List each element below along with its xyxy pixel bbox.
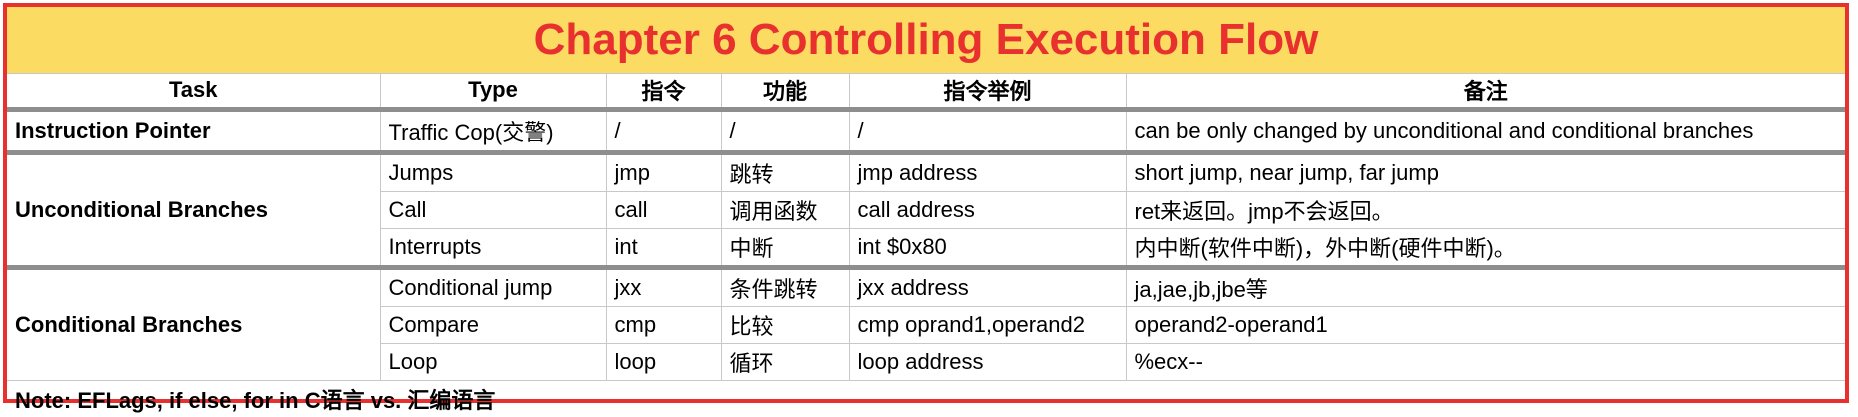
instruction-cell: jxx <box>606 268 721 307</box>
table-row: Unconditional Branches Jumps jmp 跳转 jmp … <box>7 153 1845 192</box>
remark-cell: operand2-operand1 <box>1126 307 1845 344</box>
remark-cell: short jump, near jump, far jump <box>1126 153 1845 192</box>
header-example: 指令举例 <box>849 73 1126 110</box>
table-row: Instruction Pointer Traffic Cop(交警) / / … <box>7 110 1845 153</box>
type-cell: Call <box>380 192 606 229</box>
remark-cell: ja,jae,jb,jbe等 <box>1126 268 1845 307</box>
function-cell: 循环 <box>721 344 849 381</box>
remark-cell: can be only changed by unconditional and… <box>1126 110 1845 153</box>
footer-note: Note: EFLags, if else, for in C语言 vs. 汇编… <box>7 381 1845 417</box>
execution-flow-table: Task Type 指令 功能 指令举例 备注 Instruction Poin… <box>7 73 1845 417</box>
task-cell: Instruction Pointer <box>7 110 380 153</box>
title-bar: Chapter 6 Controlling Execution Flow <box>7 7 1845 74</box>
example-cell: cmp oprand1,operand2 <box>849 307 1126 344</box>
table-row: Conditional Branches Conditional jump jx… <box>7 268 1845 307</box>
instruction-cell: cmp <box>606 307 721 344</box>
type-cell: Traffic Cop(交警) <box>380 110 606 153</box>
header-remark: 备注 <box>1126 73 1845 110</box>
instruction-cell: loop <box>606 344 721 381</box>
header-instruction: 指令 <box>606 73 721 110</box>
example-cell: loop address <box>849 344 1126 381</box>
type-cell: Compare <box>380 307 606 344</box>
function-cell: 跳转 <box>721 153 849 192</box>
function-cell: 条件跳转 <box>721 268 849 307</box>
task-cell: Conditional Branches <box>7 268 380 381</box>
function-cell: 调用函数 <box>721 192 849 229</box>
remark-cell: 内中断(软件中断)，外中断(硬件中断)。 <box>1126 229 1845 268</box>
example-cell: jxx address <box>849 268 1126 307</box>
header-type: Type <box>380 73 606 110</box>
header-row: Task Type 指令 功能 指令举例 备注 <box>7 73 1845 110</box>
example-cell: call address <box>849 192 1126 229</box>
example-cell: / <box>849 110 1126 153</box>
type-cell: Conditional jump <box>380 268 606 307</box>
task-cell: Unconditional Branches <box>7 153 380 268</box>
function-cell: / <box>721 110 849 153</box>
function-cell: 比较 <box>721 307 849 344</box>
type-cell: Interrupts <box>380 229 606 268</box>
chapter-title: Chapter 6 Controlling Execution Flow <box>534 15 1319 65</box>
instruction-cell: int <box>606 229 721 268</box>
type-cell: Loop <box>380 344 606 381</box>
header-function: 功能 <box>721 73 849 110</box>
remark-cell: ret来返回。jmp不会返回。 <box>1126 192 1845 229</box>
instruction-cell: call <box>606 192 721 229</box>
type-cell: Jumps <box>380 153 606 192</box>
note-row: Note: EFLags, if else, for in C语言 vs. 汇编… <box>7 381 1845 417</box>
example-cell: jmp address <box>849 153 1126 192</box>
chapter-frame: Chapter 6 Controlling Execution Flow Tas… <box>3 3 1849 403</box>
header-task: Task <box>7 73 380 110</box>
instruction-cell: / <box>606 110 721 153</box>
function-cell: 中断 <box>721 229 849 268</box>
remark-cell: %ecx-- <box>1126 344 1845 381</box>
instruction-cell: jmp <box>606 153 721 192</box>
example-cell: int $0x80 <box>849 229 1126 268</box>
